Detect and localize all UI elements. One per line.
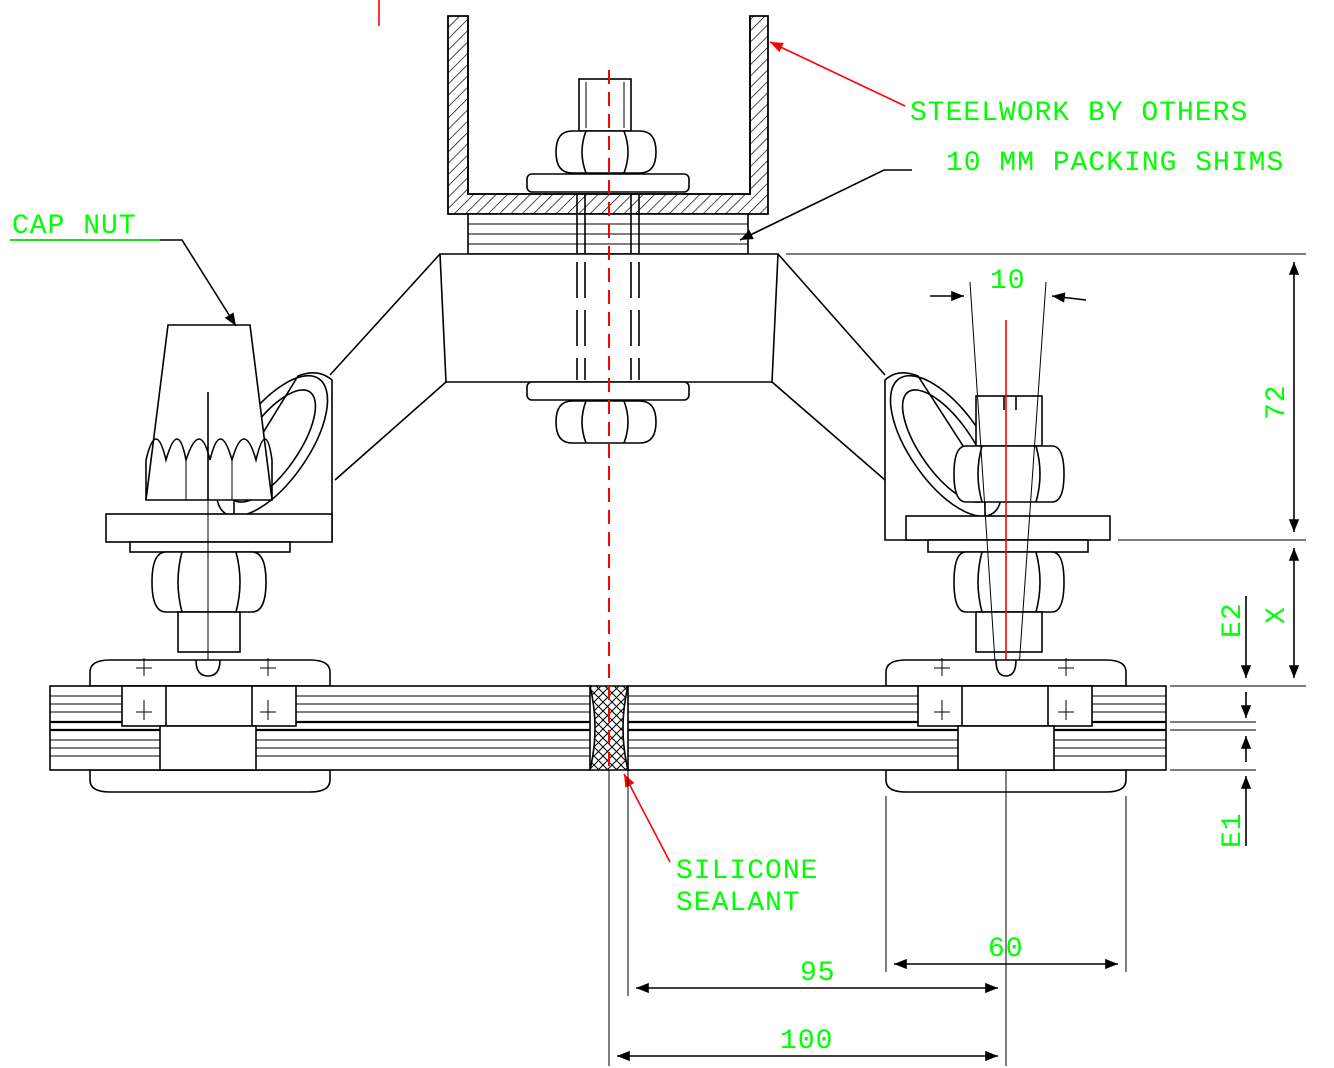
cap-nut-leader [10, 239, 237, 327]
dim-x [1170, 548, 1306, 687]
dim-label-e2: E2 [1218, 602, 1249, 638]
dim-label-10: 10 [990, 266, 1026, 297]
dim-label-60: 60 [988, 934, 1024, 965]
dim-label-95: 95 [800, 958, 836, 989]
left-washer-stack [105, 500, 333, 770]
dim-95 [627, 770, 1007, 1066]
right-glass-fitting [917, 658, 1093, 771]
dim-10 [930, 290, 1087, 303]
left-glass-fitting [121, 658, 297, 771]
silicone-leader [623, 773, 671, 863]
left-clamp-disc [89, 659, 331, 793]
packing-leader [739, 169, 912, 241]
label-packing-shims: 10 MM PACKING SHIMS [946, 148, 1284, 179]
label-cap-nut: CAP NUT [12, 211, 137, 242]
dim-e2-e1 [1170, 596, 1256, 846]
dim-label-72: 72 [1262, 384, 1293, 420]
label-silicone-1: SILICONE [676, 856, 818, 887]
dim-72 [786, 253, 1306, 541]
spider-bracket [329, 253, 886, 481]
steelwork-leader [769, 41, 906, 107]
dim-label-100: 100 [780, 1026, 833, 1057]
top-bolt-assembly [526, 78, 690, 254]
dim-label-e1: E1 [1218, 812, 1249, 848]
label-steelwork: STEELWORK BY OTHERS [910, 98, 1248, 129]
dim-label-x: X [1262, 606, 1293, 624]
left-cap-nut [145, 324, 273, 501]
dim-100 [608, 770, 998, 1066]
label-silicone-2: SEALANT [676, 888, 801, 919]
